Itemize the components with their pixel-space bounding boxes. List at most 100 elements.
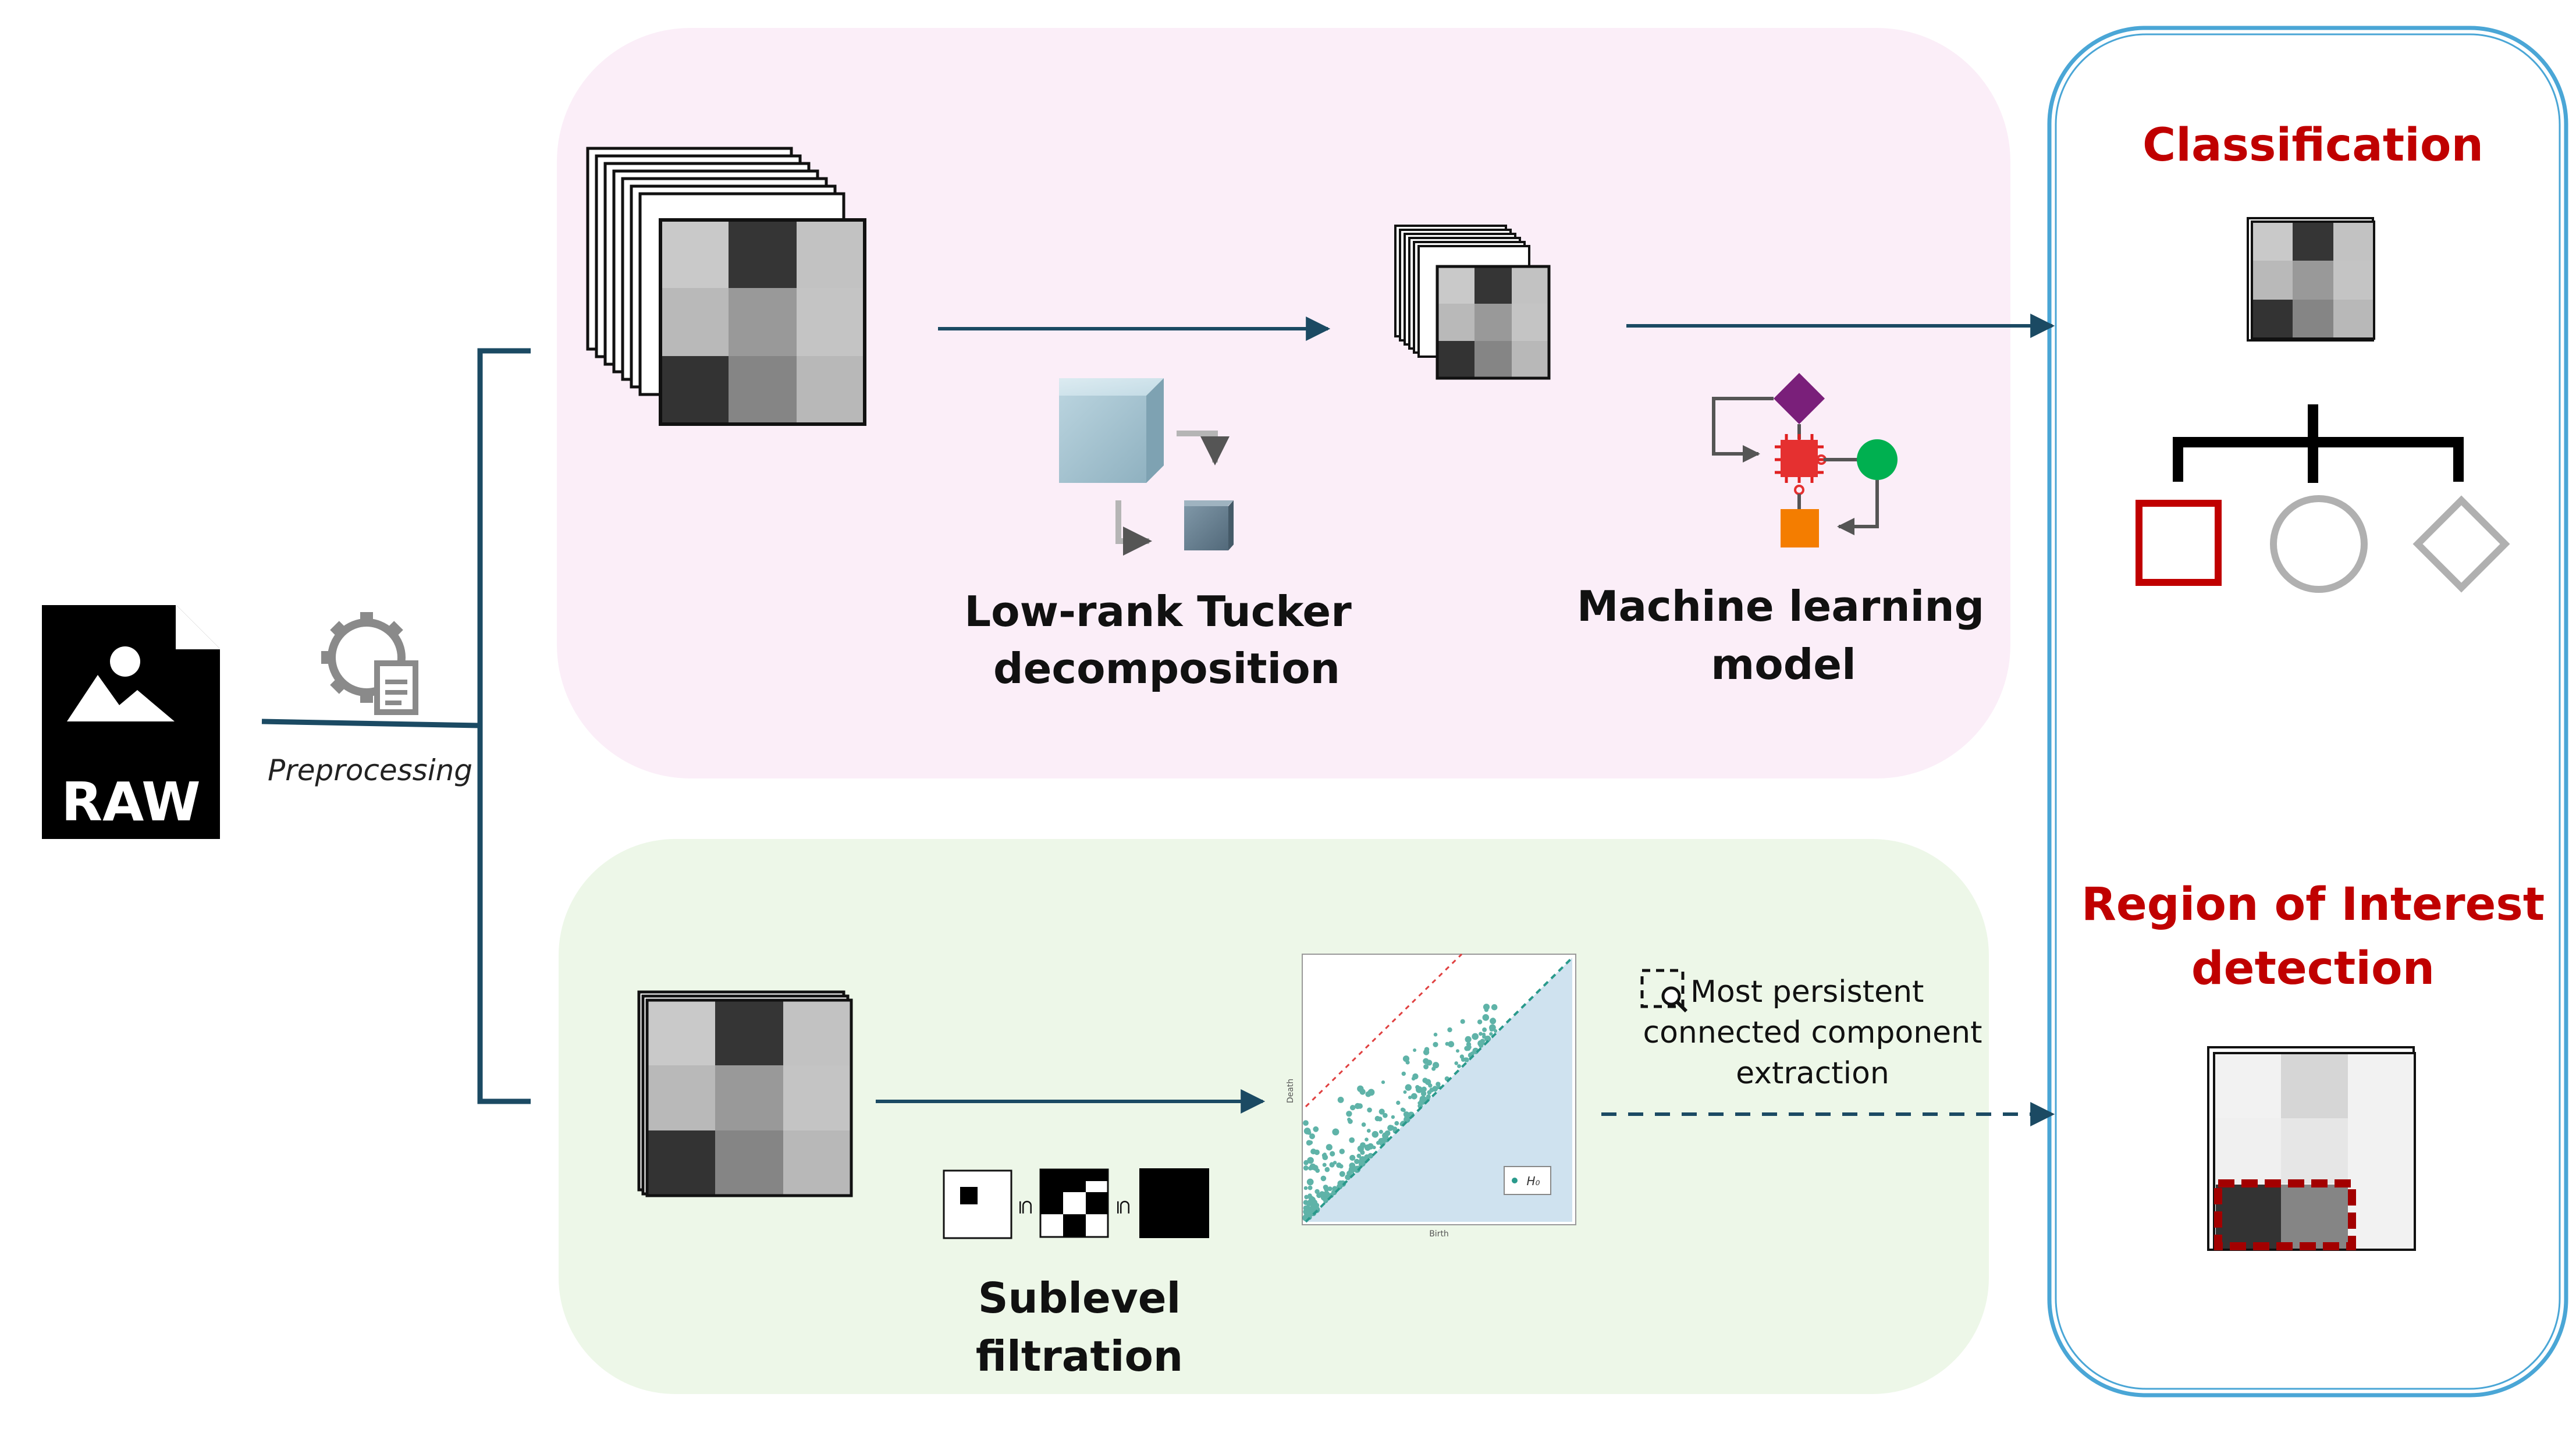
- pd-point: [1433, 1062, 1440, 1069]
- filtration-input-image: [637, 990, 853, 1197]
- pd-point: [1359, 1089, 1366, 1095]
- pd-point: [1464, 1057, 1469, 1062]
- pd-point: [1405, 1060, 1410, 1065]
- pd-point: [1479, 1043, 1484, 1048]
- pd-point: [1303, 1186, 1308, 1190]
- pd-point: [1457, 1064, 1461, 1068]
- pd-point: [1303, 1120, 1309, 1126]
- pd-point: [1461, 1057, 1466, 1062]
- pd-point: [1383, 1112, 1388, 1118]
- pd-point: [1304, 1160, 1308, 1164]
- pd-point: [1367, 1153, 1374, 1159]
- pd-point: [1491, 1018, 1495, 1022]
- pd-point: [1403, 1090, 1407, 1094]
- input-image-grid: [659, 218, 866, 426]
- pd-point: [1323, 1190, 1330, 1198]
- pd-point: [1405, 1084, 1412, 1091]
- pd-point: [1456, 1049, 1459, 1053]
- ml-label-line2: model: [1711, 640, 1856, 689]
- pd-point: [1350, 1105, 1356, 1111]
- pd-point: [1308, 1196, 1312, 1200]
- pd-point: [1460, 1019, 1465, 1024]
- pd-point: [1479, 1032, 1483, 1036]
- classification-title: Classification: [2142, 119, 2484, 172]
- top-panel: [557, 28, 2010, 778]
- pd-point: [1310, 1149, 1317, 1155]
- pd-point: [1332, 1128, 1339, 1136]
- pd-legend-label: H₀: [1526, 1174, 1540, 1188]
- pd-point: [1447, 1027, 1452, 1033]
- pd-point: [1349, 1154, 1356, 1161]
- pd-point: [1308, 1166, 1313, 1171]
- pd-point: [1374, 1115, 1380, 1122]
- pd-point: [1408, 1111, 1415, 1118]
- pd-point: [1308, 1140, 1313, 1145]
- tucker-label-line1: Low-rank Tucker: [964, 587, 1352, 636]
- pd-point: [1472, 1047, 1479, 1054]
- pd-point: [1472, 1033, 1479, 1040]
- ml-label-line1: Machine learning: [1576, 582, 1985, 631]
- search-selection-icon: [1640, 969, 1688, 1013]
- pd-point: [1307, 1157, 1314, 1164]
- pd-point: [1416, 1086, 1423, 1093]
- sublevel-label-line1: Sublevel: [978, 1274, 1181, 1322]
- pd-point: [1372, 1130, 1379, 1138]
- pd-point: [1433, 1032, 1438, 1037]
- tucker-cube-icon: [1059, 378, 1234, 556]
- class-diamond-icon: [2412, 495, 2510, 593]
- pd-point: [1307, 1185, 1313, 1190]
- pd-point: [1413, 1048, 1417, 1052]
- bottom-panel: [559, 839, 1989, 1394]
- pd-point: [1378, 1108, 1385, 1115]
- persist-label-line3: extraction: [1736, 1056, 1889, 1091]
- pd-point: [1337, 1097, 1344, 1103]
- pd-point: [1432, 1086, 1438, 1092]
- pd-point: [1468, 1052, 1474, 1058]
- pd-point: [1314, 1189, 1320, 1194]
- raw-file-icon: [42, 605, 220, 839]
- pd-point: [1427, 1090, 1432, 1095]
- pd-point: [1324, 1186, 1330, 1192]
- pd-point: [1346, 1111, 1352, 1117]
- pd-point: [1428, 1083, 1433, 1088]
- pd-point: [1410, 1093, 1417, 1100]
- pd-point: [1396, 1100, 1401, 1105]
- pd-point: [1426, 1059, 1433, 1066]
- pd-point: [1433, 1041, 1438, 1047]
- pd-point: [1309, 1133, 1315, 1139]
- pd-point: [1330, 1151, 1335, 1157]
- pd-point: [1403, 1111, 1410, 1118]
- ml-model-icon: [1712, 373, 1898, 547]
- pd-point: [1419, 1096, 1427, 1103]
- pd-point: [1421, 1086, 1427, 1092]
- pd-point: [1360, 1142, 1366, 1149]
- pd-point: [1304, 1215, 1309, 1220]
- pd-y-axis-label: Death: [1286, 1079, 1295, 1103]
- pd-point: [1313, 1126, 1319, 1132]
- pd-point: [1486, 1036, 1491, 1040]
- pd-point: [1365, 1137, 1369, 1142]
- pd-point: [1482, 1014, 1490, 1021]
- pd-point: [1349, 1162, 1356, 1169]
- pd-point: [1444, 1076, 1449, 1081]
- roi-output-image: [2207, 1046, 2416, 1251]
- persist-label-line1: Most persistent: [1690, 975, 1924, 1009]
- pd-point: [1364, 1154, 1368, 1158]
- pd-point: [1339, 1164, 1344, 1169]
- pd-point: [1423, 1049, 1430, 1055]
- pd-point: [1401, 1071, 1406, 1076]
- pd-point: [1408, 1096, 1412, 1100]
- pd-point: [1489, 1032, 1493, 1036]
- pd-point: [1366, 1129, 1371, 1133]
- pd-point: [1322, 1162, 1327, 1167]
- pd-point: [1367, 1107, 1372, 1113]
- pd-point: [1378, 1129, 1383, 1134]
- pd-point: [1303, 1200, 1309, 1206]
- pd-point: [1320, 1175, 1327, 1182]
- pd-point: [1339, 1149, 1345, 1154]
- pd-point: [1346, 1171, 1352, 1176]
- pd-point: [1448, 1041, 1455, 1048]
- pd-point: [1381, 1080, 1385, 1085]
- pd-point: [1477, 1019, 1483, 1025]
- subset-symbol-1: ⊆: [1014, 1199, 1037, 1216]
